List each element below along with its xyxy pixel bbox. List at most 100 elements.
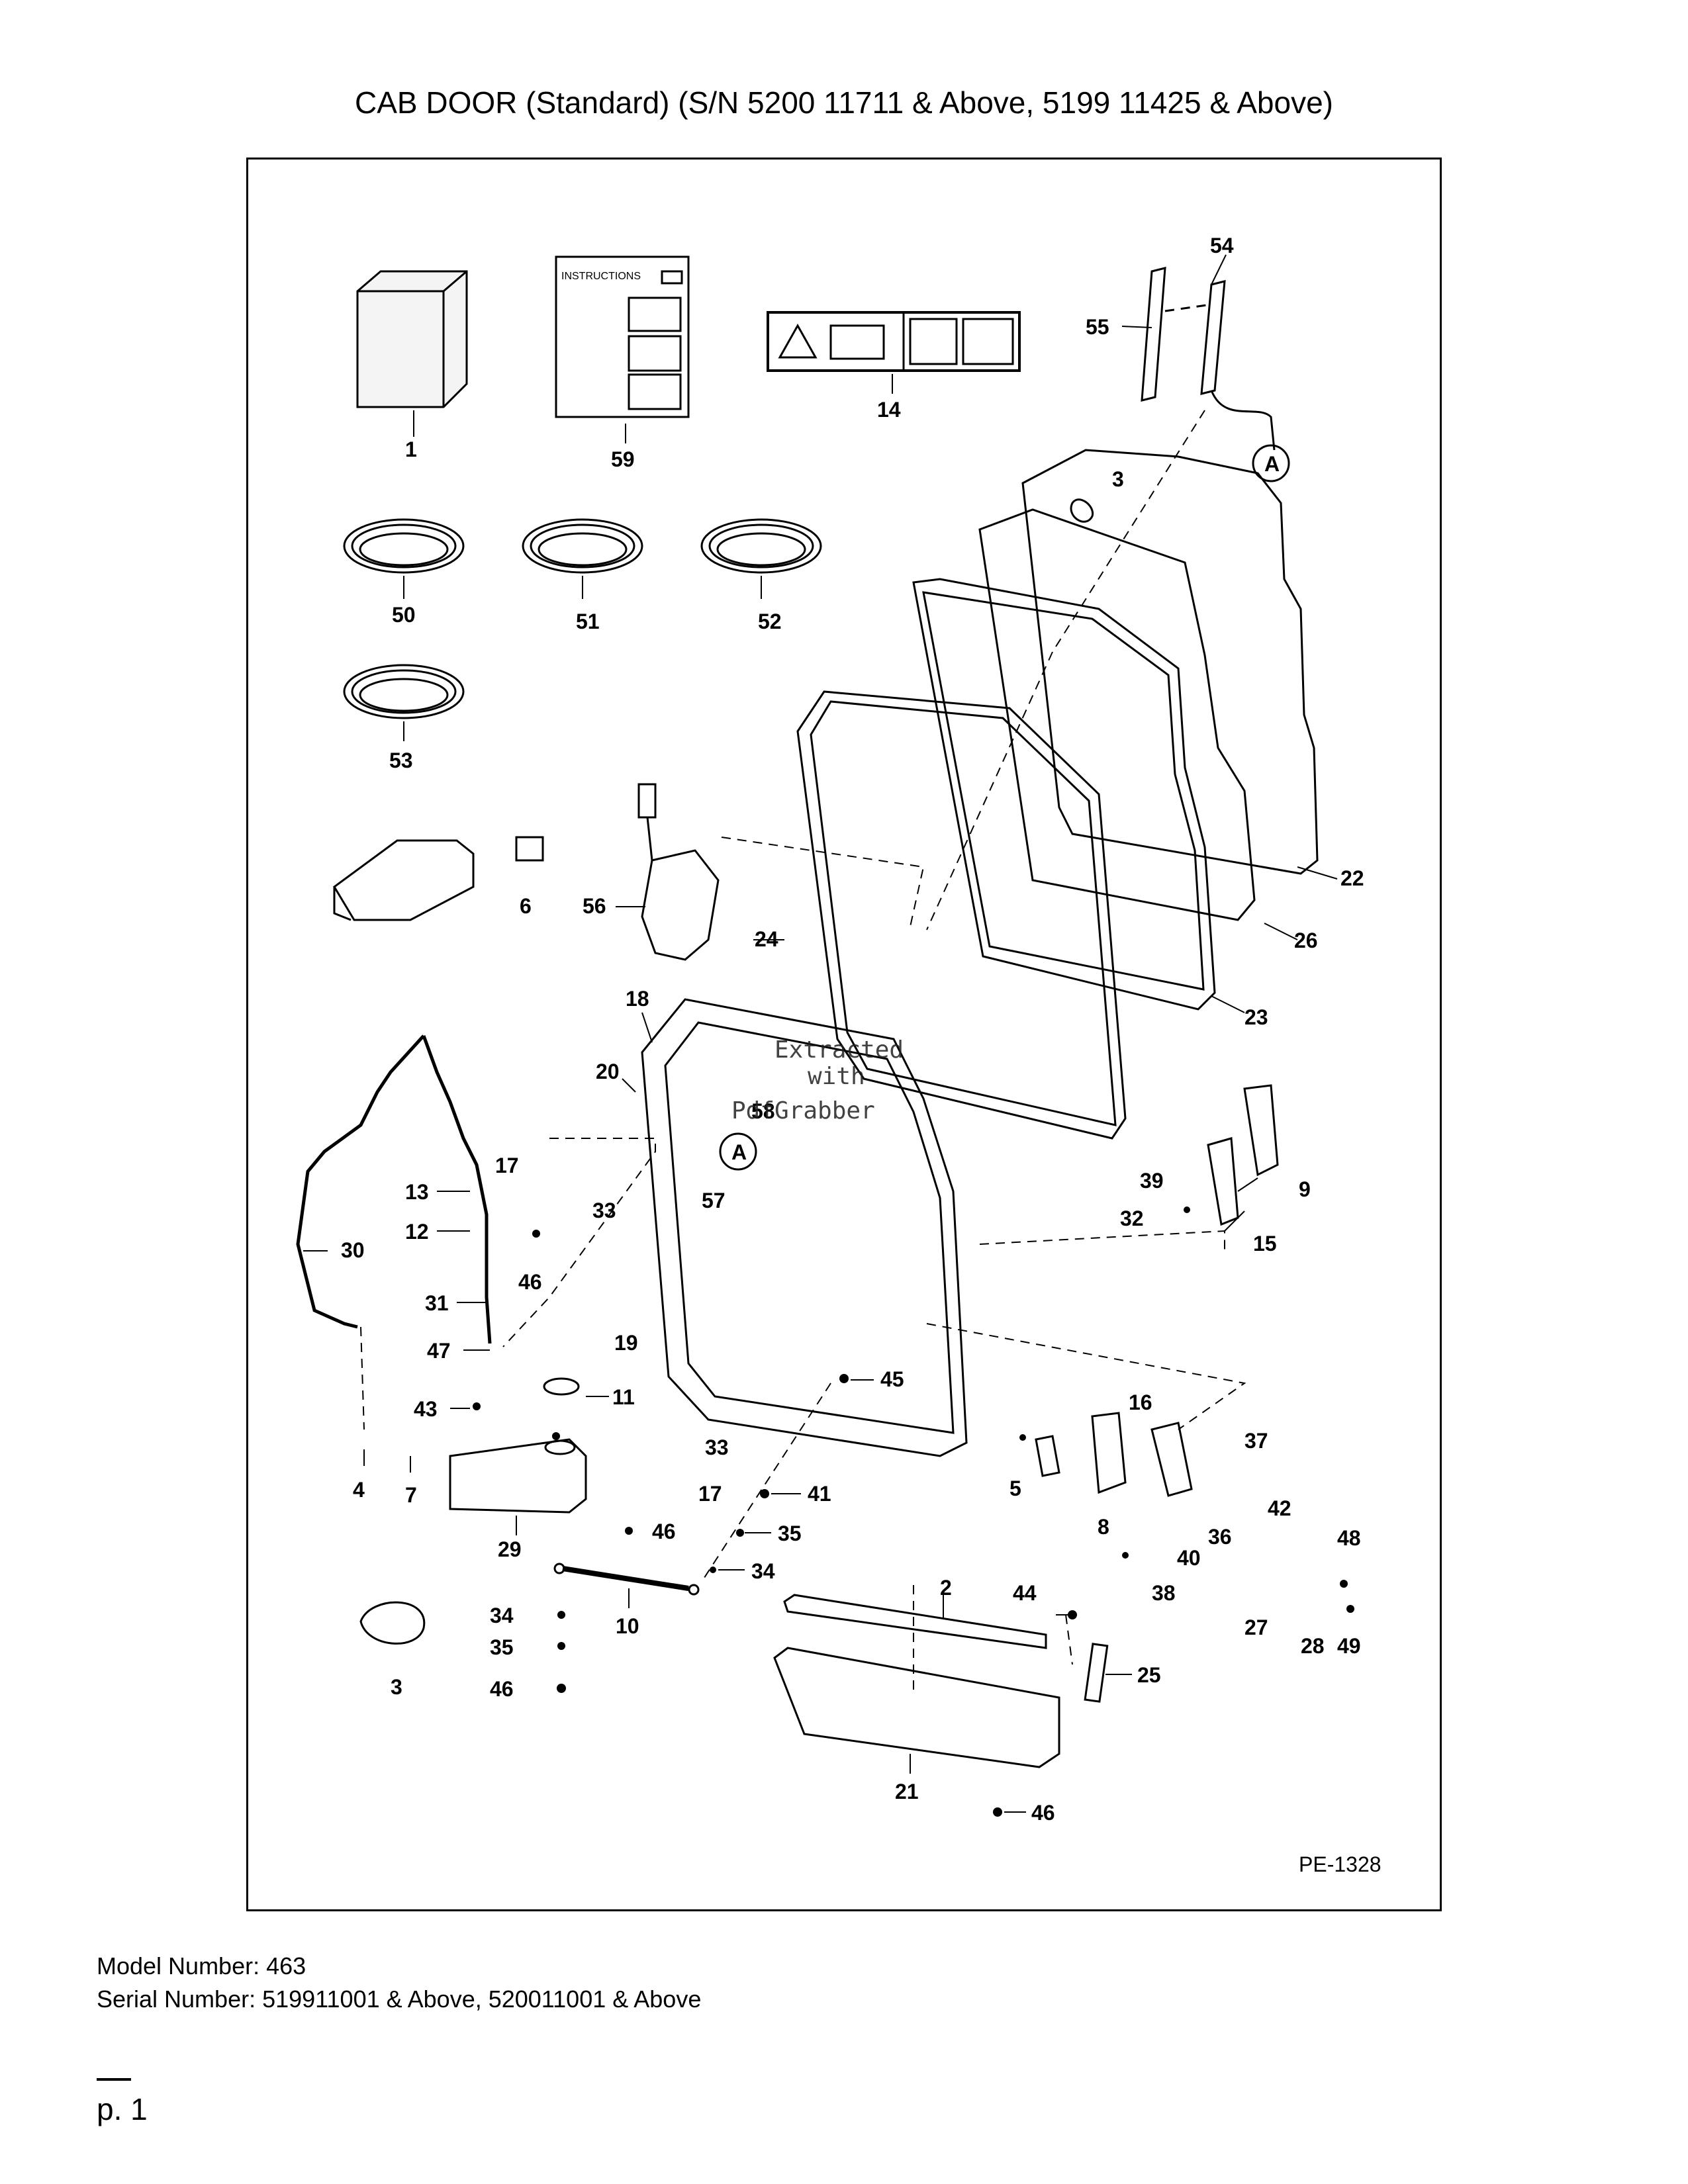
- part-3-loop: [1070, 498, 1094, 523]
- callout-12: 12: [405, 1220, 429, 1244]
- callout-46-middle: 46: [652, 1520, 676, 1543]
- callout-31: 31: [425, 1291, 449, 1315]
- watermark-line2: with: [808, 1063, 865, 1090]
- callout-23: 23: [1244, 1005, 1268, 1029]
- callout-27: 27: [1244, 1615, 1268, 1639]
- callout-49: 49: [1337, 1634, 1361, 1658]
- callout-1: 1: [405, 437, 417, 461]
- callout-59: 59: [611, 447, 635, 471]
- callout-41: 41: [808, 1482, 831, 1506]
- part-30-cable: [296, 1034, 425, 1329]
- callout-19: 19: [614, 1331, 638, 1355]
- part-11-cap: [543, 1377, 580, 1396]
- part-26-glass-seal: [978, 508, 1256, 921]
- callout-45: 45: [880, 1367, 904, 1391]
- callout-53: 53: [389, 749, 413, 772]
- part-56-wiper-motor: [637, 783, 720, 961]
- page-number-rule: [97, 2078, 131, 2081]
- callout-26: 26: [1294, 929, 1318, 952]
- callout-38: 38: [1152, 1581, 1176, 1605]
- callout-37: 37: [1244, 1429, 1268, 1453]
- callout-4: 4: [353, 1478, 365, 1502]
- connector-marker-a-upper-label: A: [1264, 452, 1280, 476]
- callout-21: 21: [895, 1780, 919, 1803]
- part-5-bracket: [1035, 1435, 1060, 1477]
- callout-54: 54: [1210, 234, 1234, 257]
- part-24-frame-gasket: [796, 690, 1127, 1140]
- callout-47: 47: [427, 1339, 451, 1363]
- figure-id: PE-1328: [1299, 1852, 1382, 1876]
- callout-30: 30: [341, 1238, 365, 1262]
- callout-48: 48: [1337, 1526, 1361, 1550]
- callout-18: 18: [626, 987, 649, 1011]
- connector-marker-a-upper: [1252, 444, 1290, 482]
- part-10-gas-spring: [553, 1563, 700, 1596]
- callout-25: 25: [1137, 1663, 1161, 1687]
- callout-33-upper: 33: [592, 1199, 616, 1222]
- callout-20: 20: [596, 1060, 620, 1083]
- callout-17-upper: 17: [495, 1154, 519, 1177]
- instructions-sheet-label: INSTRUCTIONS: [561, 271, 641, 282]
- callout-28: 28: [1301, 1634, 1325, 1658]
- callout-3-upper: 3: [1112, 467, 1124, 491]
- callout-9: 9: [1299, 1177, 1311, 1201]
- callout-13: 13: [405, 1180, 429, 1204]
- callout-labels: 1 59 14 54 55 3 50 51 52 53 22 26 6 56 2…: [341, 234, 1364, 1825]
- part-3-hose-clamp: [359, 1601, 426, 1645]
- callout-35-middle: 35: [778, 1522, 802, 1545]
- callout-16: 16: [1129, 1390, 1152, 1414]
- part-16-latch-bracket: [1150, 1422, 1193, 1497]
- page-number: p. 1: [97, 2092, 148, 2126]
- part-15-striker: [1207, 1137, 1239, 1226]
- part-21-storage-tray: [773, 1647, 1060, 1768]
- callout-10: 10: [616, 1614, 639, 1638]
- part-53-seal-coil: [343, 664, 465, 719]
- callout-55: 55: [1086, 315, 1109, 339]
- callout-32: 32: [1120, 1206, 1144, 1230]
- callout-52: 52: [758, 610, 782, 633]
- part-6-switch-panel: [333, 836, 544, 921]
- callout-56: 56: [583, 894, 606, 918]
- part-8-latch-assembly: [1091, 1412, 1127, 1494]
- callout-42: 42: [1268, 1496, 1291, 1520]
- callout-34-left: 34: [490, 1604, 514, 1627]
- callout-15: 15: [1253, 1232, 1277, 1255]
- callout-14: 14: [877, 398, 901, 422]
- callout-6: 6: [520, 894, 532, 918]
- callout-40: 40: [1177, 1546, 1201, 1570]
- callout-46-bottom: 46: [1031, 1801, 1055, 1825]
- part-29-washer-reservoir: [449, 1438, 587, 1514]
- part-52-seal-coil: [700, 518, 822, 574]
- serial-number: Serial Number: 519911001 & Above, 520011…: [97, 1985, 702, 2013]
- callout-3-lower: 3: [391, 1675, 402, 1699]
- callout-58: 58: [751, 1099, 775, 1123]
- callout-7: 7: [405, 1483, 417, 1507]
- callout-36: 36: [1208, 1525, 1232, 1549]
- callout-43: 43: [414, 1397, 438, 1421]
- part-59-instructions-sheet: [555, 255, 690, 418]
- callout-33-lower: 33: [705, 1435, 729, 1459]
- callout-34-middle: 34: [751, 1559, 775, 1583]
- page-title: CAB DOOR (Standard) (S/N 5200 11711 & Ab…: [355, 85, 1333, 120]
- callout-46-upper: 46: [518, 1270, 542, 1294]
- part-23-frame-seal: [912, 578, 1216, 1011]
- callout-39-right: 39: [1140, 1169, 1164, 1193]
- part-25-handle: [1084, 1643, 1109, 1703]
- callout-2: 2: [940, 1576, 952, 1600]
- watermark-line1: Extracted: [774, 1036, 904, 1064]
- callout-8: 8: [1098, 1515, 1109, 1539]
- part-14-safety-decal: [767, 311, 1021, 372]
- connector-marker-a-lower-label: A: [731, 1140, 747, 1164]
- watermark-line3: PdfGrabber: [731, 1097, 875, 1124]
- callout-17-lower: 17: [698, 1482, 722, 1506]
- callout-22: 22: [1340, 866, 1364, 890]
- callout-57: 57: [702, 1189, 726, 1212]
- model-number: Model Number: 463: [97, 1952, 306, 1979]
- part-22-door-glass: [1021, 449, 1319, 875]
- diagram-frame: [246, 158, 1442, 1911]
- callout-50: 50: [392, 603, 416, 627]
- callout-5: 5: [1009, 1477, 1021, 1500]
- part-2-strip: [783, 1594, 1047, 1649]
- watermark: Extracted with PdfGrabber: [731, 1036, 904, 1124]
